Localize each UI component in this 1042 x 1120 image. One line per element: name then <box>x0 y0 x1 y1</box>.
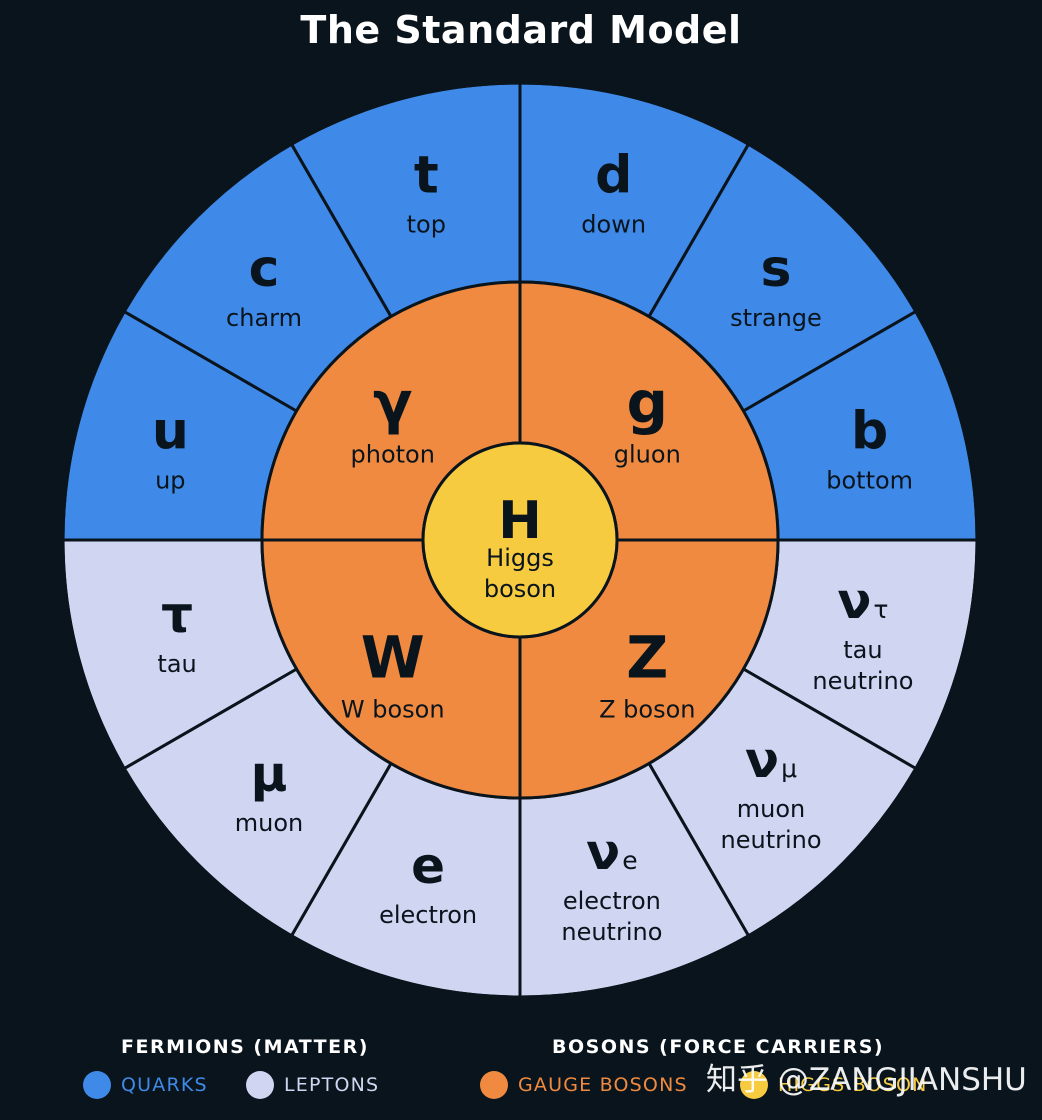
particle-label-strange: s strange <box>730 239 822 332</box>
particle-symbol-photon: γ <box>373 369 413 437</box>
gauge-bosons-swatch-icon <box>480 1071 508 1099</box>
particle-symbol-z-boson: Z <box>626 623 668 691</box>
page-title: The Standard Model <box>300 8 742 52</box>
legend-label-higgs-boson: HIGGS BOSON <box>778 1074 928 1096</box>
higgs-boson-swatch-icon <box>740 1071 768 1099</box>
particle-symbol-down: d <box>595 145 632 205</box>
particle-name-muon-neutrino-line-2: neutrino <box>721 826 822 854</box>
particle-label-gluon: g gluon <box>614 369 681 469</box>
legend-item-leptons: LEPTONS <box>246 1068 379 1102</box>
particle-name-top: top <box>407 210 446 238</box>
particle-name-tau-neutrino-line-2: neutrino <box>812 667 913 695</box>
particle-name-muon: muon <box>235 809 303 837</box>
particle-name-gluon: gluon <box>614 441 681 469</box>
particle-name-higgs-line-2: boson <box>484 575 556 603</box>
particle-name-electron: electron <box>379 901 477 929</box>
particle-symbol-muon-neutrino: νμ <box>745 731 797 789</box>
particle-name-strange: strange <box>730 304 822 332</box>
particle-label-photon: γ photon <box>351 369 435 469</box>
legend-fermions-heading: FERMIONS (MATTER) <box>121 1036 369 1058</box>
particle-label-down: d down <box>581 145 646 238</box>
particle-symbol-higgs: H <box>498 491 542 551</box>
particle-name-z-boson: Z boson <box>599 695 695 723</box>
particle-label-top: t top <box>407 145 446 238</box>
particle-label-w-boson: W W boson <box>341 623 445 723</box>
particle-name-charm: charm <box>226 304 302 332</box>
particle-label-electron-neutrino: νe electron neutrino <box>561 823 662 946</box>
particle-symbol-tau-neutrino: ντ <box>837 572 888 630</box>
legend-bosons-heading: BOSONS (FORCE CARRIERS) <box>552 1036 885 1058</box>
particle-name-down: down <box>581 210 646 238</box>
particle-symbol-up: u <box>152 401 189 461</box>
particle-name-tau-neutrino-line-1: tau <box>843 636 882 664</box>
legend-item-gauge-bosons: GAUGE BOSONS <box>480 1068 688 1102</box>
particle-label-tau: τ tau <box>157 586 196 678</box>
particle-label-muon-neutrino: νμ muon neutrino <box>721 731 822 854</box>
particle-symbol-electron-neutrino: νe <box>586 823 637 881</box>
higgs-circle <box>421 441 619 639</box>
particle-name-electron-neutrino-line-1: electron <box>563 887 661 915</box>
particle-symbol-muon: μ <box>251 745 288 803</box>
watermark: 知乎 @ZANGJIANSHU <box>706 1062 1027 1098</box>
particle-name-up: up <box>155 466 185 494</box>
lepton-segments: ντ tau neutrino νμ muon neutrino νe electron neu… <box>61 538 979 999</box>
quarks-swatch-icon <box>83 1071 111 1099</box>
particle-symbol-strange: s <box>760 239 791 299</box>
legend-label-leptons: LEPTONS <box>284 1074 380 1096</box>
particle-label-muon: μ muon <box>235 745 303 837</box>
particle-label-electron: e electron <box>379 837 477 929</box>
particle-label-charm: c charm <box>226 239 302 332</box>
outer-ring-border <box>61 81 979 999</box>
particle-name-w-boson: W boson <box>341 695 445 723</box>
particle-symbol-electron: e <box>411 837 445 895</box>
particle-name-electron-neutrino-line-2: neutrino <box>561 918 662 946</box>
legend-label-quarks: QUARKS <box>121 1074 208 1096</box>
particle-label-up: u up <box>152 401 189 494</box>
particle-label-bottom: b bottom <box>826 401 913 494</box>
legend-item-higgs-boson: HIGGS BOSON <box>740 1068 928 1102</box>
legend-item-quarks: QUARKS <box>83 1068 208 1102</box>
particle-symbol-tau: τ <box>161 586 193 644</box>
particle-symbol-charm: c <box>249 239 280 299</box>
leptons-swatch-icon <box>246 1071 274 1099</box>
particle-symbol-bottom: b <box>851 401 888 461</box>
particle-symbol-gluon: g <box>627 369 669 437</box>
particle-name-higgs-line-1: Higgs <box>486 544 554 572</box>
particle-label-z-boson: Z Z boson <box>599 623 695 723</box>
particle-name-muon-neutrino-line-1: muon <box>737 795 805 823</box>
particle-name-bottom: bottom <box>826 466 913 494</box>
legend-label-gauge-bosons: GAUGE BOSONS <box>518 1074 688 1096</box>
particle-name-photon: photon <box>351 441 435 469</box>
particle-label-tau-neutrino: ντ tau neutrino <box>812 572 913 695</box>
particle-symbol-top: t <box>414 145 439 205</box>
particle-symbol-w-boson: W <box>361 623 425 691</box>
particle-name-tau: tau <box>157 650 196 678</box>
